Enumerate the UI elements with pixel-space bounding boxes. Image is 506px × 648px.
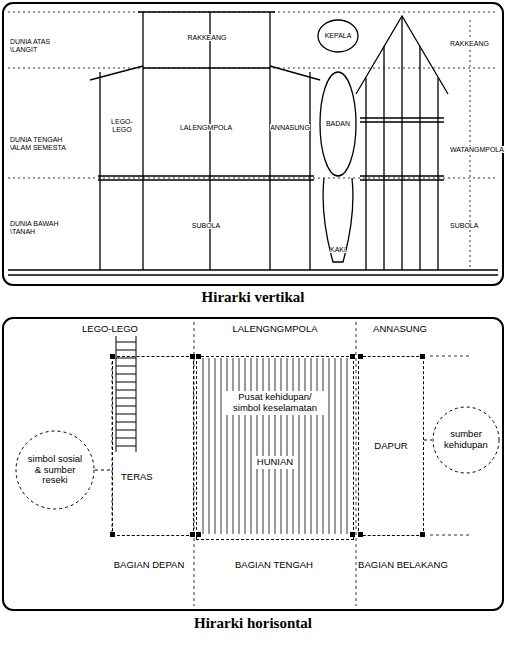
world-label: DUNIA ATAS \LANGIT bbox=[10, 38, 50, 53]
label-wrap: RAKKEANG bbox=[150, 34, 264, 42]
house-front bbox=[356, 16, 448, 270]
dashed-link bbox=[95, 470, 112, 471]
node-text: TERAS bbox=[121, 472, 153, 483]
body-label: KEPALA bbox=[325, 32, 352, 39]
post-marker bbox=[110, 354, 425, 537]
zone-label: SUBOLA bbox=[450, 222, 478, 229]
space-box: TERAS bbox=[112, 356, 194, 536]
level-lines bbox=[8, 12, 498, 268]
section-label: BAGIAN TENGAH bbox=[235, 559, 313, 570]
label-wrap: WATANGMPOLA bbox=[450, 146, 504, 154]
space-box: DAPUR bbox=[358, 356, 424, 536]
label-wrap: LALENGNGMPOLA bbox=[204, 324, 346, 335]
label-wrap: SUBOLA bbox=[450, 222, 504, 230]
house-side bbox=[90, 12, 320, 270]
dashed-link bbox=[424, 440, 432, 441]
caption: Hirarki horisontal bbox=[194, 615, 312, 631]
stairs bbox=[116, 336, 136, 452]
node-text: Pusat kehidupan/ simbol keselamatan bbox=[223, 391, 327, 415]
world-label: DUNIA TENGAH \ALAM SEMESTA bbox=[10, 136, 66, 151]
zone-label: SUBOLA bbox=[192, 222, 220, 229]
body-label: KAKI bbox=[330, 246, 346, 253]
section-label: BAGIAN DEPAN bbox=[114, 559, 185, 570]
label-wrap: LALENGMPOLA bbox=[146, 124, 266, 132]
label-wrap: BAGIAN TENGAH bbox=[224, 560, 324, 571]
floor-hatch bbox=[197, 357, 355, 537]
node-heading: HUNIAN bbox=[254, 456, 296, 469]
human-figure bbox=[318, 20, 358, 262]
label-wrap: LEGO-LEGO bbox=[103, 118, 141, 134]
label-wrap: ANNASUNG bbox=[360, 324, 440, 335]
label-wrap: BAGIAN BELAKANG bbox=[358, 560, 448, 571]
label-wrap: LEGO-LEGO bbox=[60, 324, 160, 335]
label-wrap: DUNIA ATAS \LANGIT bbox=[10, 38, 70, 54]
label-wrap: DUNIA TENGAH \ALAM SEMESTA bbox=[10, 136, 76, 152]
space-box: Pusat kehidupan/ simbol keselamatanHUNIA… bbox=[196, 356, 354, 540]
zone-label: LALENGMPOLA bbox=[180, 124, 232, 131]
body-label: BADAN bbox=[326, 120, 350, 127]
label-wrap: RAKKEANG bbox=[450, 40, 504, 48]
caption: Hirarki vertikal bbox=[202, 289, 305, 305]
world-label: DUNIA BAWAH \TANAH bbox=[10, 220, 59, 235]
meaning-circle: sumber kehidupan bbox=[432, 406, 500, 474]
zone-label: LALENGNGMPOLA bbox=[233, 323, 318, 334]
label-wrap: BAGIAN DEPAN bbox=[104, 560, 194, 571]
zone-label: RAKKEANG bbox=[188, 34, 227, 41]
node-text: simbol sosial & sumber reseki bbox=[24, 454, 86, 487]
ground-line bbox=[8, 270, 498, 275]
zone-label: LEGO-LEGO bbox=[111, 118, 133, 133]
label-wrap: Hirarki vertikal bbox=[0, 289, 506, 306]
zone-label: WATANGMPOLA bbox=[450, 146, 504, 153]
zone-label: ANNASUNG bbox=[373, 323, 427, 334]
label-wrap: Hirarki horisontal bbox=[0, 615, 506, 632]
label-wrap: KEPALA bbox=[313, 32, 363, 40]
zone-label: LEGO-LEGO bbox=[82, 323, 138, 334]
zone-label: RAKKEANG bbox=[450, 40, 489, 47]
zone-label: ANNASUNG bbox=[270, 124, 310, 131]
node-text: DAPUR bbox=[374, 441, 407, 452]
panel-frame bbox=[3, 318, 503, 610]
meaning-circle: simbol sosial & sumber reseki bbox=[15, 430, 95, 510]
label-wrap: BADAN bbox=[313, 120, 363, 128]
node-text: sumber kehidupan bbox=[441, 429, 491, 451]
zone-divider bbox=[112, 322, 470, 606]
label-wrap: DUNIA BAWAH \TANAH bbox=[10, 220, 76, 236]
label-wrap: SUBOLA bbox=[146, 222, 266, 230]
label-wrap: ANNASUNG bbox=[266, 124, 314, 132]
label-wrap: KAKI bbox=[313, 246, 363, 254]
section-label: BAGIAN BELAKANG bbox=[358, 559, 448, 570]
panel-frame bbox=[3, 3, 503, 285]
